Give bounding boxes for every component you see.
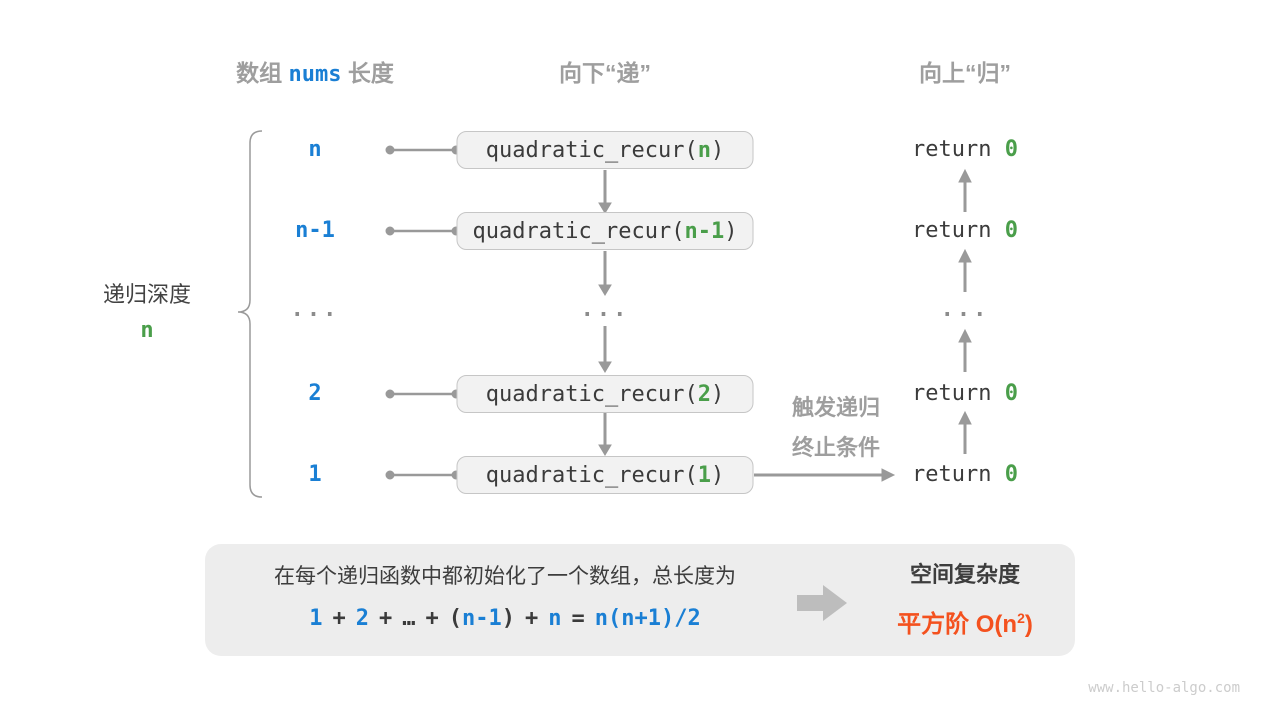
return-value: 0	[1004, 462, 1018, 487]
header-return-up: 向上“归”	[919, 60, 1011, 86]
space-complexity-title: 空间复杂度	[909, 562, 1020, 587]
formula-term: n	[548, 606, 562, 631]
return-keyword: return	[912, 381, 1005, 406]
formula-op: +	[525, 606, 539, 631]
formula-result: n(n+1)/2	[594, 606, 701, 631]
base-case-line1: 触发递归	[791, 395, 880, 420]
call-box-1: quadratic_recur(1)	[456, 456, 754, 494]
length-label-n: n	[308, 137, 322, 162]
recursion-depth-label: 递归深度	[102, 282, 191, 307]
call-ellipsis: ...	[580, 297, 630, 322]
complexity-close-paren: )	[1024, 611, 1033, 638]
return-value: 0	[1004, 381, 1018, 406]
base-case-line2: 终止条件	[791, 435, 880, 460]
formula-op: +	[332, 606, 346, 631]
header-array-length-suffix: 长度	[341, 60, 394, 86]
complexity-exponent: 2	[1017, 610, 1025, 626]
formula-paren: (	[448, 606, 463, 631]
nums-code-label: nums	[288, 62, 342, 87]
return-keyword: return	[912, 218, 1005, 243]
return-keyword: return	[912, 462, 1005, 487]
summary-text: 在每个递归函数中都初始化了一个数组，总长度为	[274, 565, 736, 588]
formula-ellipsis: …	[402, 606, 416, 631]
formula-op: +	[379, 606, 393, 631]
return-label: return 0	[865, 379, 1065, 409]
call-suffix: )	[710, 137, 725, 163]
summary-panel: 在每个递归函数中都初始化了一个数组，总长度为 1 +2 + … + (n-1) + n = n(n…	[205, 544, 1075, 656]
call-arg: 1	[697, 462, 711, 488]
call-prefix: quadratic_recur(	[485, 381, 698, 407]
formula-term: n-1	[462, 606, 502, 631]
complexity-text: 平方阶 O(n	[897, 611, 1018, 638]
length-label-n1: n-1	[295, 218, 335, 243]
return-label: return 0	[865, 460, 1065, 490]
summary-formula: 1 +2 + … + (n-1) + n = n(n+1)/2	[205, 604, 805, 634]
call-prefix: quadratic_recur(	[485, 462, 698, 488]
return-label: return 0	[865, 216, 1065, 246]
call-suffix: )	[710, 462, 725, 488]
length-label-2: 2	[308, 381, 322, 406]
watermark: www.hello-algo.com	[1088, 680, 1240, 696]
length-ellipsis: ...	[290, 297, 340, 322]
call-box-n: quadratic_recur(n)	[456, 131, 754, 169]
formula-equals: =	[571, 606, 585, 631]
formula-term: 2	[355, 606, 370, 631]
space-complexity-value: 平方阶 O(n2)	[860, 602, 1070, 641]
formula-paren: )	[501, 606, 516, 631]
formula-op: +	[425, 606, 439, 631]
return-keyword: return	[912, 137, 1005, 162]
call-box-2: quadratic_recur(2)	[456, 375, 754, 413]
return-value: 0	[1004, 218, 1018, 243]
return-value: 0	[1004, 137, 1018, 162]
header-array-length-prefix: 数组	[236, 60, 289, 86]
base-case-label: 触发递归 终止条件	[746, 388, 926, 468]
header-recurse-down: 向下“递”	[559, 60, 651, 86]
return-label: return 0	[865, 135, 1065, 165]
formula-term: 1	[309, 606, 323, 631]
return-ellipsis: ...	[940, 297, 990, 322]
call-arg: n	[697, 137, 711, 163]
call-suffix: )	[710, 381, 725, 407]
call-box-n1: quadratic_recur(n-1)	[456, 212, 754, 250]
call-prefix: quadratic_recur(	[472, 218, 685, 244]
length-label-1: 1	[308, 462, 322, 487]
call-arg: n-1	[684, 218, 725, 244]
call-prefix: quadratic_recur(	[485, 137, 698, 163]
call-arg: 2	[697, 381, 711, 407]
header-array-length: 数组 nums 长度	[190, 58, 440, 90]
right-arrow-icon	[797, 585, 847, 621]
call-suffix: )	[724, 218, 738, 244]
recursion-depth-value: n	[140, 318, 154, 343]
